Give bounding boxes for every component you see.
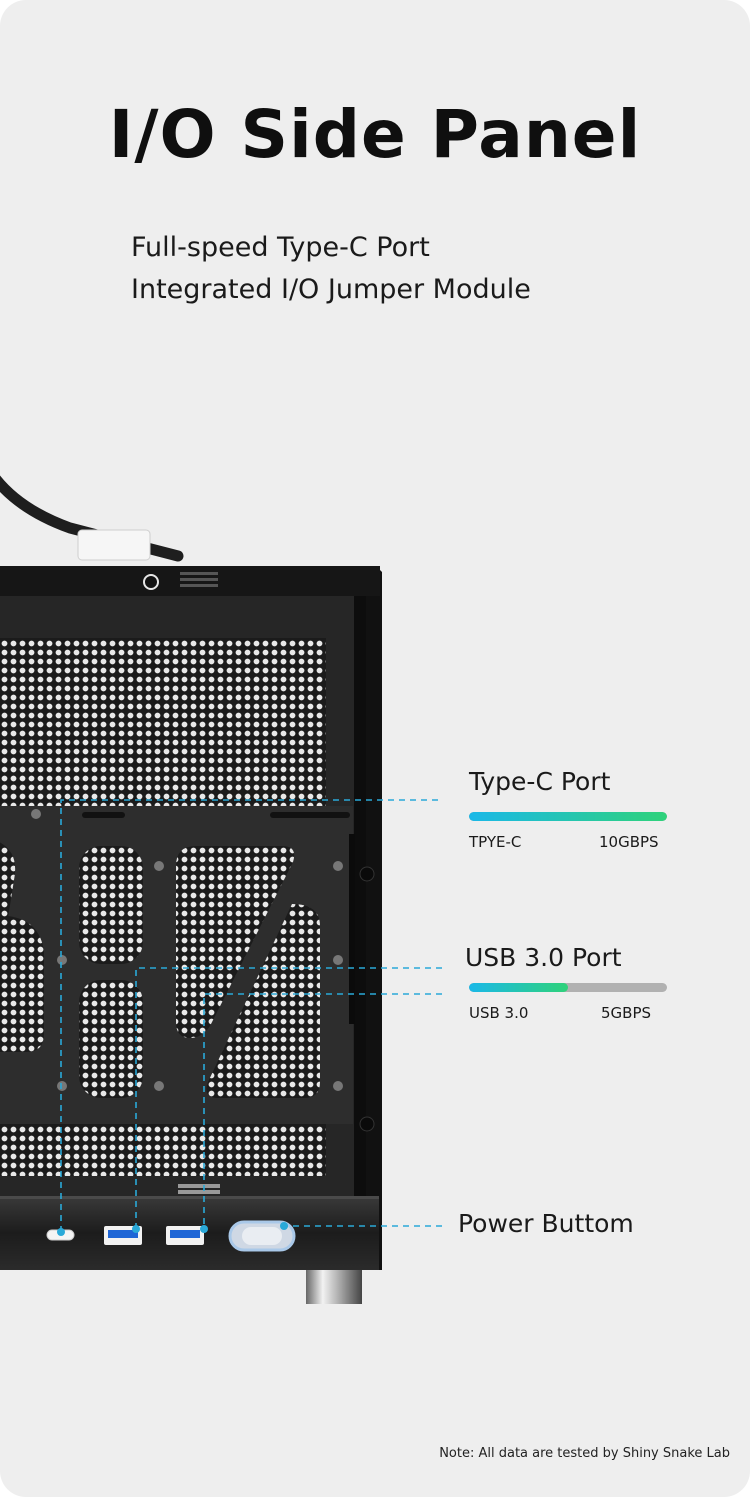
usb-speed-bar-fill <box>469 983 568 992</box>
usb-callout-title: USB 3.0 Port <box>465 943 622 972</box>
typec-spec-left: TPYE-C <box>469 833 522 851</box>
power-callout-title: Power Buttom <box>458 1209 634 1238</box>
typec-speed-bar-fill <box>469 812 667 821</box>
page-title: I/O Side Panel <box>108 96 642 173</box>
usb-speed-bar <box>469 983 667 992</box>
subtitle-line-2: Integrated I/O Jumper Module <box>131 274 531 305</box>
typec-callout-title: Type-C Port <box>469 767 611 796</box>
typec-speed-bar <box>469 812 667 821</box>
usb-spec-left: USB 3.0 <box>469 1004 529 1022</box>
typec-spec-right: 10GBPS <box>599 833 659 851</box>
subtitle-line-1: Full-speed Type-C Port <box>131 232 430 263</box>
usb-spec-right: 5GBPS <box>601 1004 652 1022</box>
footer-note: Note: All data are tested by Shiny Snake… <box>439 1446 730 1461</box>
cable <box>0 475 184 562</box>
